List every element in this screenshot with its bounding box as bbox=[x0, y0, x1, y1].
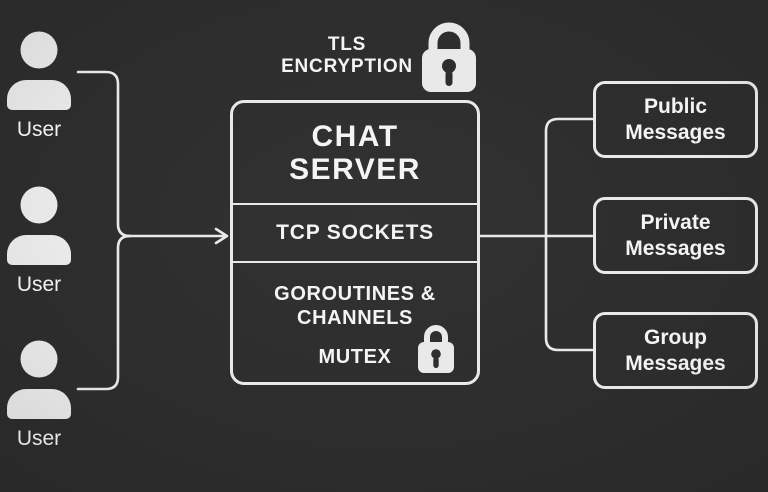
message-box-line: Group bbox=[644, 325, 707, 349]
server-transport-section: TCP SOCKETS bbox=[233, 203, 477, 261]
message-box-line: Public bbox=[643, 94, 707, 118]
message-box-line: Private bbox=[640, 210, 711, 234]
arrowhead-icon bbox=[214, 227, 229, 245]
user-bottom-connector-line bbox=[76, 234, 132, 391]
tls-encryption-label: TLS ENCRYPTION bbox=[258, 34, 436, 78]
message-box-line: Messages bbox=[625, 236, 726, 260]
user-icon bbox=[7, 340, 71, 419]
message-box-line: Messages bbox=[625, 120, 726, 144]
group-messages-box: Group Messages bbox=[593, 312, 758, 389]
tls-lock-icon bbox=[422, 22, 476, 92]
server-title-line: SERVER bbox=[289, 153, 421, 186]
mutex-lock-icon bbox=[418, 325, 454, 373]
server-title-section: CHAT SERVER bbox=[233, 103, 477, 203]
tls-label-line: TLS bbox=[327, 34, 367, 55]
user-node-3: User bbox=[0, 339, 78, 450]
user-top-connector-line bbox=[76, 70, 132, 238]
user-label: User bbox=[16, 118, 62, 141]
user-node-2: User bbox=[0, 185, 78, 296]
server-transport-label: TCP SOCKETS bbox=[276, 221, 434, 244]
server-concurrency-line: GOROUTINES & bbox=[274, 283, 436, 305]
user-icon bbox=[7, 31, 71, 110]
server-concurrency-line: CHANNELS bbox=[297, 307, 413, 329]
chat-server-box: CHAT SERVER TCP SOCKETS GOROUTINES & CHA… bbox=[230, 100, 480, 385]
output-branch-line bbox=[544, 117, 594, 352]
message-box-line: Messages bbox=[625, 351, 726, 375]
user-label: User bbox=[16, 427, 62, 450]
server-mutex-label: MUTEX bbox=[318, 346, 392, 368]
tls-label-line: ENCRYPTION bbox=[281, 56, 413, 77]
server-title-line: CHAT bbox=[311, 120, 399, 153]
user-label: User bbox=[16, 273, 62, 296]
private-messages-box: Private Messages bbox=[593, 197, 758, 274]
user-icon bbox=[7, 186, 71, 265]
public-messages-box: Public Messages bbox=[593, 81, 758, 158]
user-node-1: User bbox=[0, 30, 78, 141]
server-concurrency-section: GOROUTINES & CHANNELS MUTEX bbox=[233, 261, 477, 382]
